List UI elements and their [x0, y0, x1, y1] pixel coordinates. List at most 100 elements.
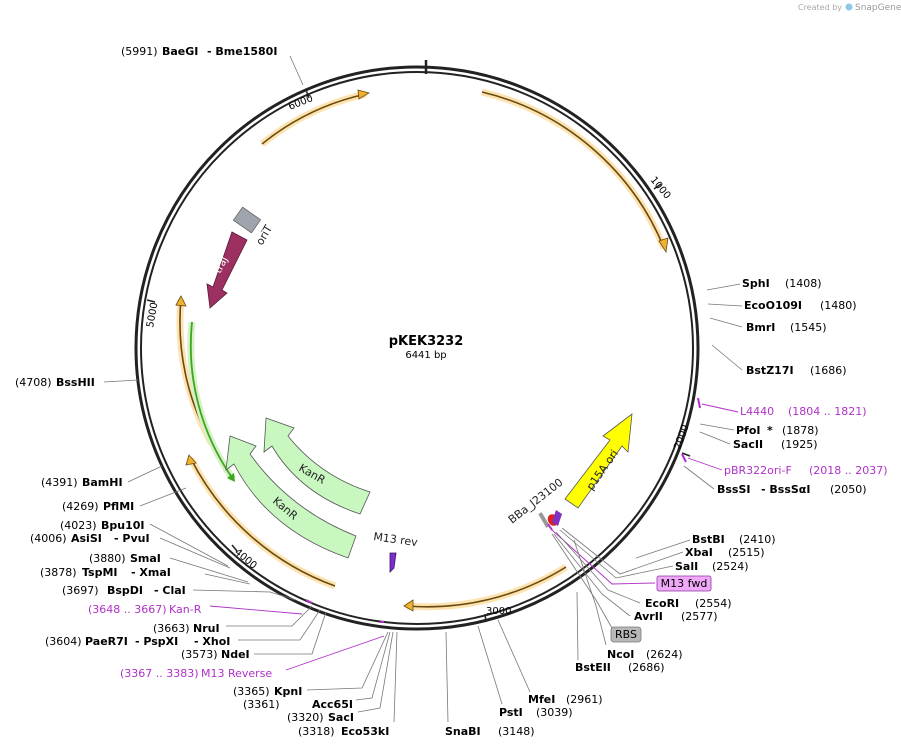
site-pos: (1480)	[820, 299, 857, 312]
tick-label-1000: 1000	[648, 175, 673, 202]
site-pos: (3697)	[62, 584, 99, 597]
site-EcoO109I[interactable]: EcoO109I (1480)	[707, 299, 857, 312]
site-name: BstEII	[575, 661, 611, 674]
tick-label-4000: 4000	[232, 547, 259, 572]
site-name2: - BssSαI	[761, 483, 810, 496]
site-BssSI[interactable]: BssSI - BssSαI (2050)	[683, 465, 867, 496]
primer-Kan-R[interactable]: Kan-R (3648 .. 3667)	[88, 599, 313, 616]
site-EcoRI[interactable]: EcoRI (2554)	[555, 531, 732, 610]
primer-name: L4440	[740, 405, 774, 418]
site-pos: (2961)	[566, 693, 603, 706]
site-BaeGI[interactable]: BaeGI - Bme1580I (5991)	[121, 45, 304, 86]
site-pos: (1545)	[790, 321, 827, 334]
primer-L4440[interactable]: L4440 (1804 .. 1821)	[697, 397, 867, 418]
tick-mark	[653, 183, 662, 190]
site-AvrII[interactable]: AvrII (2577)	[553, 533, 718, 623]
site-pos: (4269)	[62, 500, 99, 513]
tick-mark	[231, 544, 238, 552]
site-SnaBI[interactable]: SnaBI (3148)	[445, 631, 535, 738]
site-name2: - XmaI	[131, 566, 171, 579]
site-pos: (2686)	[628, 661, 665, 674]
site-SalI[interactable]: SalI (2524)	[559, 529, 749, 579]
feature-arc-top-right[interactable]	[481, 88, 669, 254]
tick-mark	[681, 452, 691, 457]
p15a-ori-feature[interactable]: p15A ori	[564, 413, 633, 509]
site-name2: - Bme1580I	[207, 45, 277, 58]
site-SphI[interactable]: SphI (1408)	[706, 277, 822, 291]
site-BstBI[interactable]: BstBI (2410)	[635, 533, 776, 559]
site-PflMI[interactable]: PflMI (4269)	[62, 487, 187, 513]
m13rev-label: M13 rev	[373, 530, 419, 549]
primer-M13-Reverse[interactable]: M13 Reverse (3367 .. 3383)	[120, 621, 385, 680]
site-name: PfoI	[736, 424, 761, 437]
site-name: BmrI	[746, 321, 775, 334]
tick-label-3000: 3000	[486, 606, 511, 617]
site-name: NruI	[193, 622, 220, 635]
site-pos: (3148)	[498, 725, 535, 738]
feature-arc-top-left[interactable]	[259, 89, 371, 147]
site-SmaI[interactable]: SmaI (3880)	[89, 552, 249, 583]
primer-pos: (1804 .. 1821)	[788, 405, 867, 418]
rbs-feature[interactable]: RBS	[551, 533, 642, 643]
site-BssHII[interactable]: BssHII (4708)	[15, 376, 139, 389]
site-XbaI[interactable]: XbaI (2515)	[561, 527, 765, 575]
site-Bpu10I[interactable]: Bpu10I (4023)	[60, 519, 229, 567]
feature-arc-green[interactable]	[187, 321, 236, 482]
site-name2: - PspXI	[135, 635, 178, 648]
m13rev-feature[interactable]	[389, 552, 397, 573]
site-SacII[interactable]: SacII (1925)	[699, 431, 818, 451]
site-mark: *	[767, 424, 773, 437]
site-pos: (2410)	[739, 533, 776, 546]
feature-arc-left-bottom[interactable]	[185, 454, 337, 590]
site-Eco53kI[interactable]: Eco53kI (3318)	[298, 631, 398, 738]
site-BstEII[interactable]: BstEII (2686)	[575, 591, 665, 674]
site-PfoI[interactable]: PfoI * (1878)	[699, 423, 819, 437]
site-BstZ17I[interactable]: BstZ17I (1686)	[711, 344, 847, 377]
feature-arc-bottom[interactable]	[403, 564, 568, 612]
site-name: PstI	[499, 706, 523, 719]
site-name: SnaBI	[445, 725, 481, 738]
tick-mark	[484, 613, 487, 623]
site-name: SacI	[328, 711, 354, 724]
site-BamHI[interactable]: BamHI (4391)	[41, 465, 163, 489]
site-NcoI[interactable]: NcoI (2624)	[573, 539, 683, 661]
traJ-feature[interactable]: traJ	[206, 231, 248, 309]
bba-feature[interactable]	[538, 510, 562, 528]
site-pos: (2624)	[646, 648, 683, 661]
site-name2: - PvuI	[114, 532, 150, 545]
site-NruI[interactable]: NruI (3663)	[153, 605, 313, 635]
primer-pos: (3367 .. 3383)	[120, 667, 199, 680]
site-pos: (3361)	[243, 698, 280, 711]
site-pos: (3663)	[153, 622, 190, 635]
plasmid-name: pKEK3232	[389, 334, 464, 349]
primer-pBR322ori-F[interactable]: pBR322ori-F (2018 .. 2037)	[681, 453, 888, 477]
site-name: SalI	[675, 560, 698, 573]
site-pos: (3318)	[298, 725, 335, 738]
site-NdeI[interactable]: NdeI (3573)	[181, 611, 327, 661]
site-name: EcoO109I	[744, 299, 802, 312]
site-KpnI[interactable]: KpnI (3365)	[233, 631, 389, 698]
site-PstI[interactable]: PstI (3039)	[477, 625, 573, 719]
site-AsiSI[interactable]: AsiSI - PvuI (4006)	[30, 532, 231, 569]
backbone-outer-circle	[134, 65, 700, 631]
site-Acc65I[interactable]: Acc65I (3361)	[243, 631, 391, 711]
site-name: BssHII	[56, 376, 95, 389]
site-name: XbaI	[685, 546, 713, 559]
site-PaeR7I[interactable]: PaeR7I - PspXI - XhoI (3604)	[45, 609, 321, 648]
site-pos: (3880)	[89, 552, 126, 565]
site-pos: (1686)	[810, 364, 847, 377]
site-name: NdeI	[221, 648, 250, 661]
primer-name: M13 Reverse	[201, 667, 272, 680]
site-name: SacII	[733, 438, 763, 451]
site-pos: (2515)	[728, 546, 765, 559]
site-MfeI[interactable]: MfeI (2961)	[497, 619, 603, 706]
site-TspMI[interactable]: TspMI - XmaI (3878)	[40, 566, 251, 585]
primer-M13-fwd[interactable]: M13 fwd	[547, 523, 712, 592]
site-BspDI[interactable]: BspDI - ClaI (3697)	[62, 584, 297, 601]
plasmid-length: 6441 bp	[405, 350, 446, 361]
site-SacI[interactable]: SacI (3320)	[287, 631, 394, 724]
site-BmrI[interactable]: BmrI (1545)	[709, 317, 827, 334]
site-pos: (4023)	[60, 519, 97, 532]
oriT-feature[interactable]	[232, 206, 262, 234]
site-pos: (2524)	[712, 560, 749, 573]
